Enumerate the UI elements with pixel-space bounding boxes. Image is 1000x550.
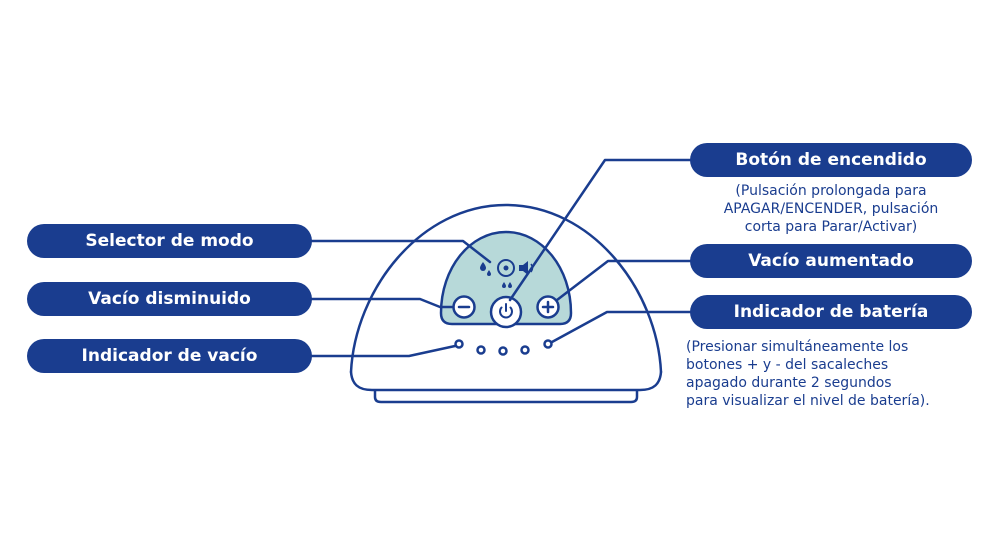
leader-power-button: [508, 158, 692, 302]
power-button[interactable]: [489, 295, 523, 329]
pump-body-outline: [349, 203, 663, 374]
label-vacuum-indicator: Indicador de vacío: [27, 339, 312, 373]
indicator-led: [476, 345, 486, 355]
leader-mode-selector: [310, 239, 492, 264]
indicator-led: [498, 346, 508, 356]
power-icon: [499, 303, 513, 319]
vacuum-led: [454, 339, 464, 349]
battery-note: (Presionar simultáneamente los botones +…: [686, 339, 930, 409]
label-power-button: Botón de encendido: [690, 143, 972, 177]
minus-button[interactable]: [452, 295, 476, 319]
label-battery-indicator: Indicador de batería: [690, 295, 972, 329]
leader-battery: [550, 310, 692, 344]
pump-base: [349, 370, 663, 392]
indicator-led: [520, 345, 530, 355]
leader-vacuum-up: [555, 259, 692, 302]
label-mode-selector: Selector de modo: [27, 224, 312, 258]
plus-icon: [541, 300, 555, 314]
plus-button[interactable]: [536, 295, 560, 319]
droplets-icon[interactable]: [480, 262, 491, 276]
label-vacuum-up: Vacío aumentado: [690, 244, 972, 278]
power-note: (Pulsación prolongada para APAGAR/ENCEND…: [723, 183, 939, 235]
leader-vacuum-indicator: [310, 344, 457, 358]
leader-vacuum-down: [310, 297, 454, 309]
pump-base-foot: [373, 389, 639, 404]
label-vacuum-down: Vacío disminuido: [27, 282, 312, 316]
mode-dial-icon[interactable]: [497, 259, 515, 288]
battery-led: [543, 339, 553, 349]
